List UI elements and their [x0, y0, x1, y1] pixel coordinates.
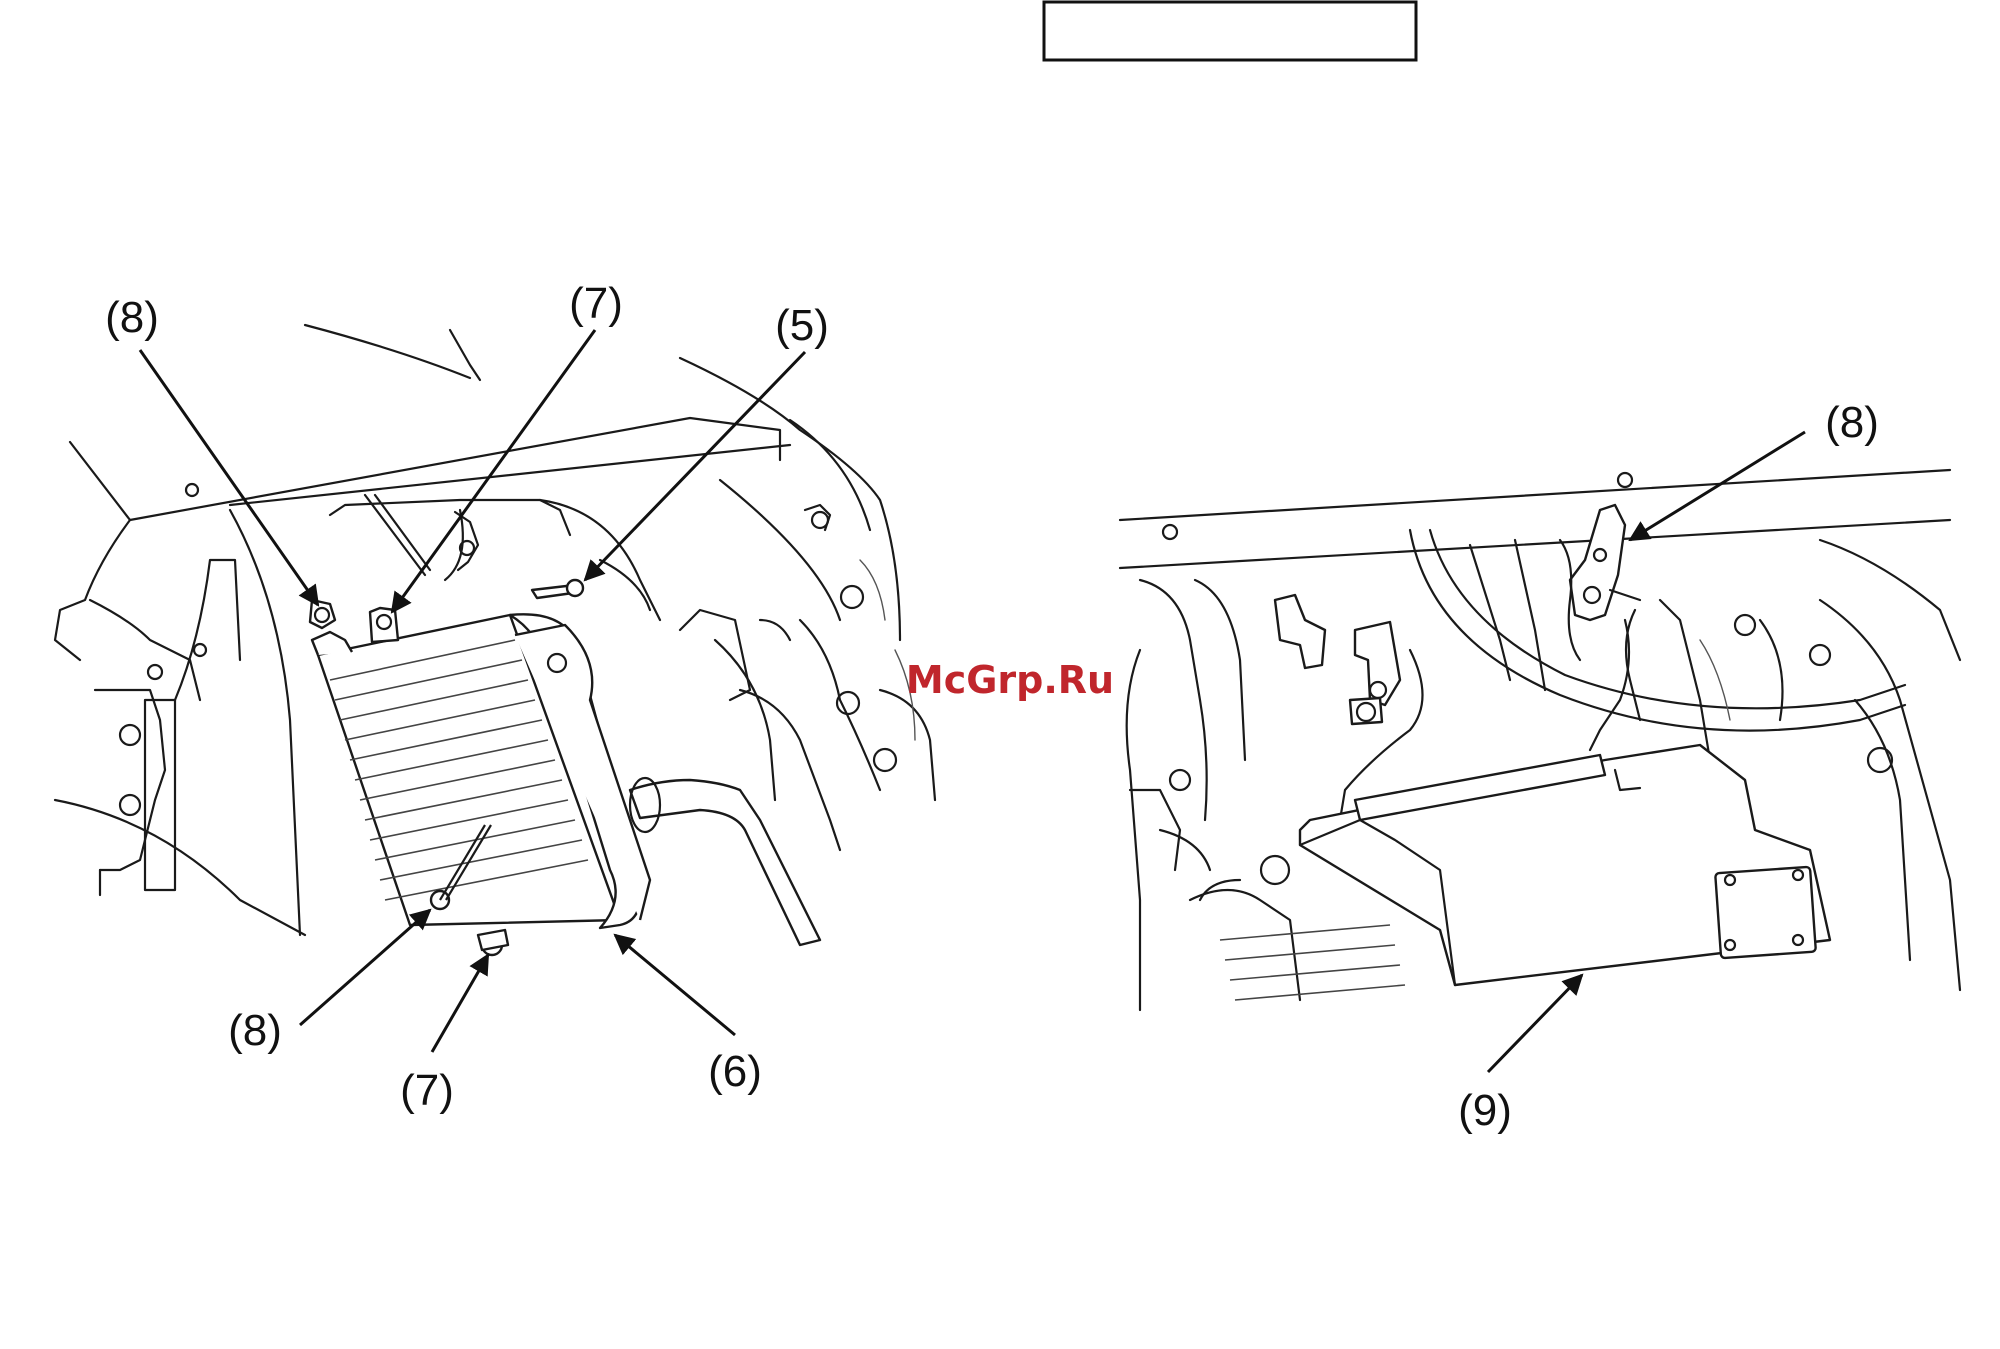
right-view-drawing	[1120, 470, 1960, 1010]
callout-8-right: (8)	[1825, 398, 1879, 447]
callout-7-top: (7)	[569, 279, 623, 328]
callout-9: (9)	[1458, 1086, 1512, 1135]
bolt-7-top	[370, 608, 398, 642]
bolt-7-bottom	[478, 930, 508, 955]
watermark-text: McGrp.Ru	[906, 658, 1114, 702]
bolt-5	[532, 580, 583, 598]
callout-6: (6)	[708, 1047, 762, 1096]
leader-7-top	[392, 330, 595, 612]
leader-9	[1488, 975, 1582, 1072]
leader-7-bottom	[432, 955, 488, 1052]
leader-8-right	[1630, 432, 1805, 540]
leader-5	[585, 352, 805, 580]
callout-7-bottom: (7)	[400, 1066, 454, 1115]
leader-8-top-left	[140, 350, 318, 605]
leader-6	[615, 935, 735, 1035]
grommet-8-top	[310, 600, 335, 628]
callout-8-bottom: (8)	[228, 1006, 282, 1055]
header-label-box	[1044, 2, 1416, 60]
callout-8-top-left: (8)	[105, 293, 159, 342]
leader-8-bottom	[300, 910, 430, 1025]
callout-5: (5)	[775, 301, 829, 350]
